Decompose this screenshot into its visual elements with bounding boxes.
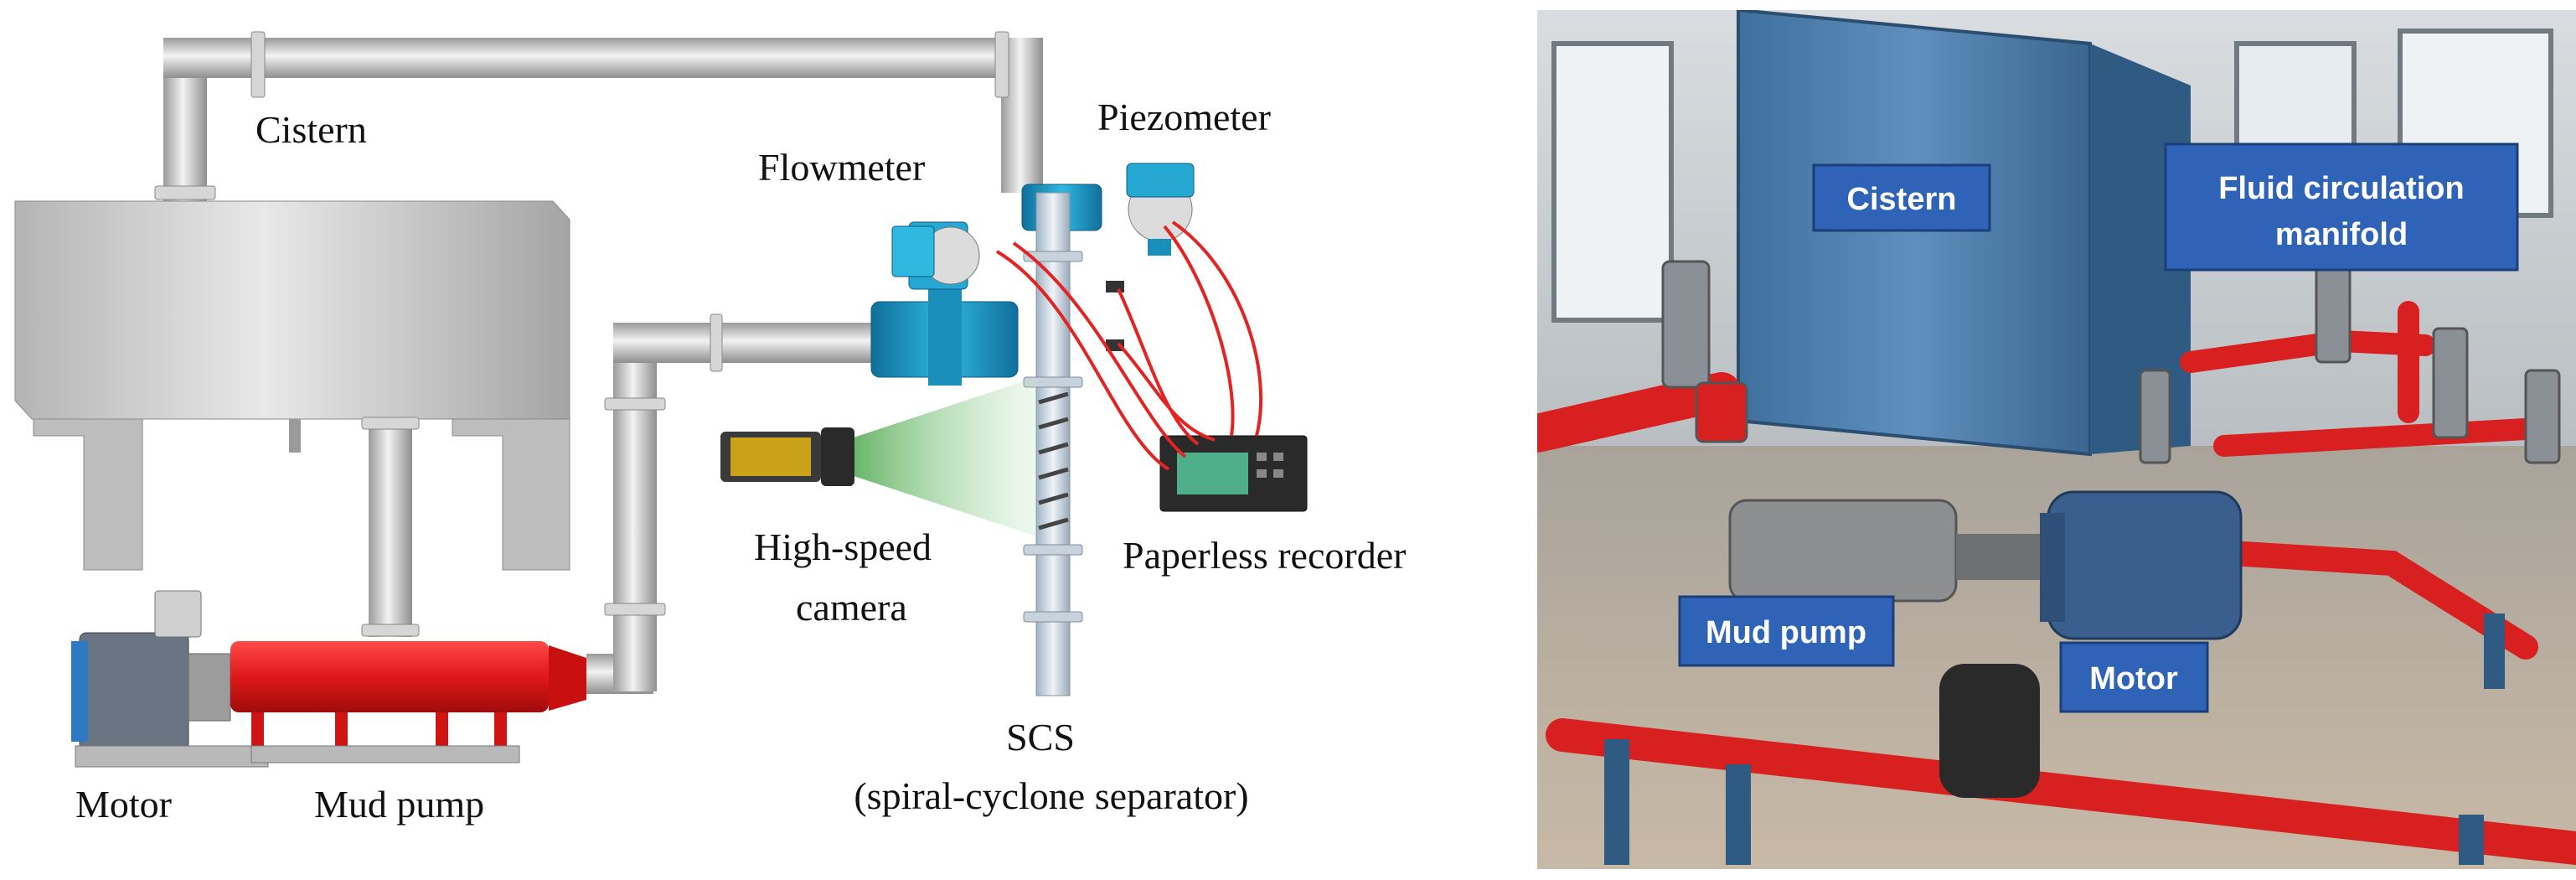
photo-label-cistern-box: Cistern xyxy=(1812,163,1991,232)
diagram-label-flowmeter: Flowmeter xyxy=(758,146,925,189)
photo-label-motor-box: Motor xyxy=(2059,641,2209,713)
photo-pipe-supports xyxy=(1604,613,2505,865)
photo-coupling-guard xyxy=(1939,664,2040,798)
cistern-tank xyxy=(14,200,570,571)
photo-label-motor: Motor xyxy=(2089,661,2178,696)
test-rig-photo: Cistern Fluid circulation manifold Mud p… xyxy=(1537,10,2576,869)
flowmeter-device xyxy=(870,221,1019,386)
paperless-recorder-device xyxy=(1159,435,1308,512)
diagram-label-piezometer: Piezometer xyxy=(1097,96,1271,138)
mud-pump-illustration xyxy=(230,641,586,764)
diagram-label-cistern: Cistern xyxy=(256,108,367,151)
top-return-pipe xyxy=(154,31,1043,201)
photo-label-mud-pump: Mud pump xyxy=(1706,615,1866,650)
motor-illustration xyxy=(71,590,269,768)
diagram-label-mud-pump: Mud pump xyxy=(314,783,484,826)
diagram-label-motor: Motor xyxy=(75,783,172,826)
photo-label-manifold-2: manifold xyxy=(2275,217,2408,252)
spiral-cyclone-separator xyxy=(1023,192,1124,696)
photo-label-mud-pump-box: Mud pump xyxy=(1678,595,1895,667)
photo-label-manifold-box: Fluid circulation manifold xyxy=(2164,142,2519,272)
diagram-label-high-speed-camera-1: High-speed xyxy=(754,525,932,568)
photo-label-cistern: Cistern xyxy=(1847,182,1957,217)
signal-cables xyxy=(995,220,1263,471)
discharge-pipe xyxy=(586,313,871,694)
schematic-diagram: Cistern Piezometer Flowmeter High-speed … xyxy=(14,31,1406,826)
photo-motor xyxy=(2040,490,2243,640)
photo-cistern-tank xyxy=(1737,10,2191,457)
photo-valves xyxy=(1661,260,2561,464)
photo-label-manifold-1: Fluid circulation xyxy=(2218,171,2464,206)
high-speed-camera-device xyxy=(720,377,1036,536)
diagram-label-paperless-recorder: Paperless recorder xyxy=(1123,534,1406,577)
diagram-label-scs: SCS xyxy=(1006,716,1075,758)
suction-pipe xyxy=(361,417,420,637)
diagram-label-high-speed-camera-2: camera xyxy=(796,586,907,629)
diagram-label-scs-full: (spiral-cyclone separator) xyxy=(854,774,1248,817)
